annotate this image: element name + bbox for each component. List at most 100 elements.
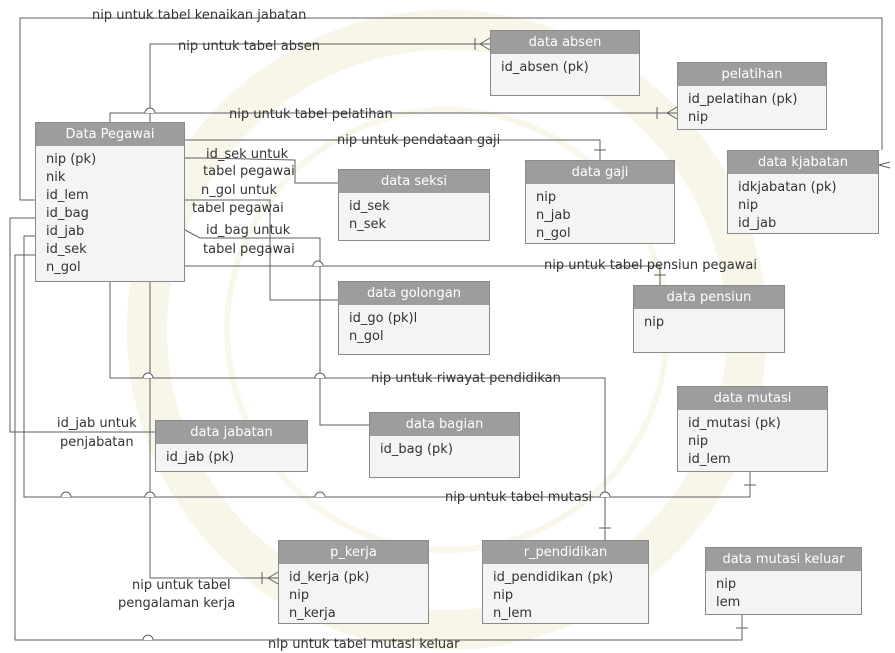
attribute: id_pendidikan (pk)	[493, 570, 614, 585]
attribute: n_sek	[349, 217, 387, 232]
attribute: nip	[688, 434, 709, 449]
relationship-label-gaji: nip untuk pendataan gaji	[337, 133, 501, 148]
entity-data-seksi[interactable]: data seksi id_sek n_sek	[338, 169, 490, 241]
entity-data-jabatan[interactable]: data jabatan id_jab (pk)	[155, 420, 308, 472]
attribute: id_bag	[46, 206, 89, 221]
attribute: id_bag (pk)	[380, 442, 453, 457]
relationship-label-id-sek-2: tabel pegawai	[203, 164, 295, 179]
entity-data-golongan[interactable]: data golongan id_go (pk)l n_gol	[338, 281, 490, 355]
attribute: nip	[536, 190, 557, 205]
entity-title: data jabatan	[156, 421, 307, 444]
entity-title: pelatihan	[678, 63, 826, 86]
relationship-label-riwayat-pendidikan: nip untuk riwayat pendidikan	[371, 371, 561, 386]
connector-id-bag	[184, 229, 369, 426]
relationship-label-n-gol-2: tabel pegawai	[192, 201, 284, 216]
line-hop	[144, 107, 156, 114]
entity-data-gaji[interactable]: data gaji nip n_jab n_gol	[525, 160, 675, 244]
relationship-label-id-jab-1: id_jab untuk	[57, 416, 137, 431]
relationship-label-id-bag-1: id_bag untuk	[206, 223, 291, 238]
attribute: id_pelatihan (pk)	[688, 92, 798, 107]
attribute: nip	[289, 588, 310, 603]
connector-pensiun	[185, 265, 661, 285]
connector-pelatihan-crow-a	[666, 106, 678, 114]
attribute: id_go (pk)l	[349, 311, 418, 326]
connector-absen-crow-a	[479, 37, 491, 45]
line-hop	[314, 372, 326, 379]
line-hop	[599, 491, 611, 498]
relationship-label-id-sek-1: id_sek untuk	[206, 147, 289, 162]
relationship-label-mutasi-keluar: nip untuk tabel mutasi keluar	[268, 637, 460, 652]
relationship-label-id-bag-2: tabel pegawai	[203, 242, 295, 257]
entity-pelatihan[interactable]: pelatihan id_pelatihan (pk) nip	[677, 62, 827, 130]
attribute: id_lem	[46, 188, 89, 203]
relationship-label-kenaikan-jabatan: nip untuk tabel kenaikan jabatan	[92, 8, 307, 23]
attribute: n_lem	[493, 606, 533, 621]
attribute: nip (pk)	[46, 152, 97, 167]
attribute: idkjabatan (pk)	[738, 180, 837, 195]
attribute: lem	[716, 595, 741, 610]
attribute: n_gol	[46, 260, 81, 275]
connector-absen	[149, 43, 490, 122]
attribute: id_lem	[688, 452, 731, 467]
connector-p-kerja-crow-a	[267, 571, 279, 579]
entity-title: data mutasi	[678, 387, 827, 410]
connector-pelatihan-crow-b	[666, 112, 678, 120]
relationship-label-p-kerja-2: pengalaman kerja	[118, 596, 236, 611]
relationship-label-n-gol-1: n_gol untuk	[201, 183, 278, 198]
attribute: nik	[46, 170, 66, 185]
relationship-label-mutasi: nip untuk tabel mutasi	[445, 490, 593, 505]
attribute: id_kerja (pk)	[289, 570, 370, 585]
attribute: id_mutasi (pk)	[688, 416, 781, 431]
connector-mutasi	[23, 235, 751, 498]
attribute: n_gol	[349, 329, 384, 344]
attribute: id_absen (pk)	[501, 60, 589, 75]
entity-title: data absen	[491, 31, 639, 54]
entity-p-kerja[interactable]: p_kerja id_kerja (pk) nip n_kerja	[278, 540, 429, 624]
connector-kenaikan-arrow-a	[878, 161, 891, 166]
entity-data-mutasi[interactable]: data mutasi id_mutasi (pk) nip id_lem	[677, 386, 828, 472]
attribute: id_jab (pk)	[166, 450, 235, 465]
entity-title: data seksi	[339, 170, 489, 193]
attribute: id_jab	[46, 224, 85, 239]
relationship-label-pelatihan: nip untuk tabel pelatihan	[229, 107, 393, 122]
entity-data-pegawai[interactable]: Data Pegawai nip (pk) nik id_lem id_bag …	[35, 122, 185, 282]
attribute: nip	[716, 577, 737, 592]
entity-data-bagian[interactable]: data bagian id_bag (pk)	[369, 412, 520, 478]
relationship-label-pensiun: nip untuk tabel pensiun pegawai	[544, 258, 757, 273]
connector-kenaikan-jabatan	[19, 17, 883, 201]
attribute: nip	[688, 110, 709, 125]
connector-kenaikan-arrow-b	[878, 164, 891, 169]
connector-id-sek	[185, 157, 338, 184]
entity-data-absen[interactable]: data absen id_absen (pk)	[490, 30, 640, 96]
entity-data-pensiun[interactable]: data pensiun nip	[633, 285, 785, 353]
connector-mutasi-keluar	[14, 254, 743, 641]
relationship-label-id-jab-2: penjabatan	[60, 435, 134, 450]
entity-title: data mutasi keluar	[706, 548, 861, 571]
line-hop	[144, 491, 156, 498]
line-hop	[142, 372, 154, 379]
connector-absen-crow-b	[479, 43, 491, 51]
attribute: nip	[493, 588, 514, 603]
connector-p-kerja	[149, 282, 278, 579]
entity-title: data bagian	[370, 413, 519, 436]
line-hop	[60, 491, 72, 498]
line-hop	[312, 260, 324, 267]
relationship-label-p-kerja-1: nip untuk tabel	[132, 578, 231, 593]
attribute: nip	[644, 315, 665, 330]
connector-gaji	[185, 139, 601, 160]
attribute: n_kerja	[289, 606, 336, 621]
entity-data-mutasi-keluar[interactable]: data mutasi keluar nip lem	[705, 547, 862, 615]
entity-title: data gaji	[526, 161, 674, 184]
entity-title: Data Pegawai	[36, 123, 184, 146]
connector-pelatihan	[109, 112, 677, 122]
attribute: id_sek	[46, 242, 87, 257]
entity-title: data pensiun	[634, 286, 784, 309]
attribute: n_gol	[536, 226, 571, 241]
line-hop	[142, 634, 154, 641]
attribute: n_jab	[536, 208, 571, 223]
attribute: id_sek	[349, 199, 390, 214]
entity-r-pendidikan[interactable]: r_pendidikan id_pendidikan (pk) nip n_le…	[482, 540, 649, 624]
entity-data-kjabatan[interactable]: data kjabatan idkjabatan (pk) nip id_jab	[727, 150, 879, 234]
attribute: nip	[738, 198, 759, 213]
